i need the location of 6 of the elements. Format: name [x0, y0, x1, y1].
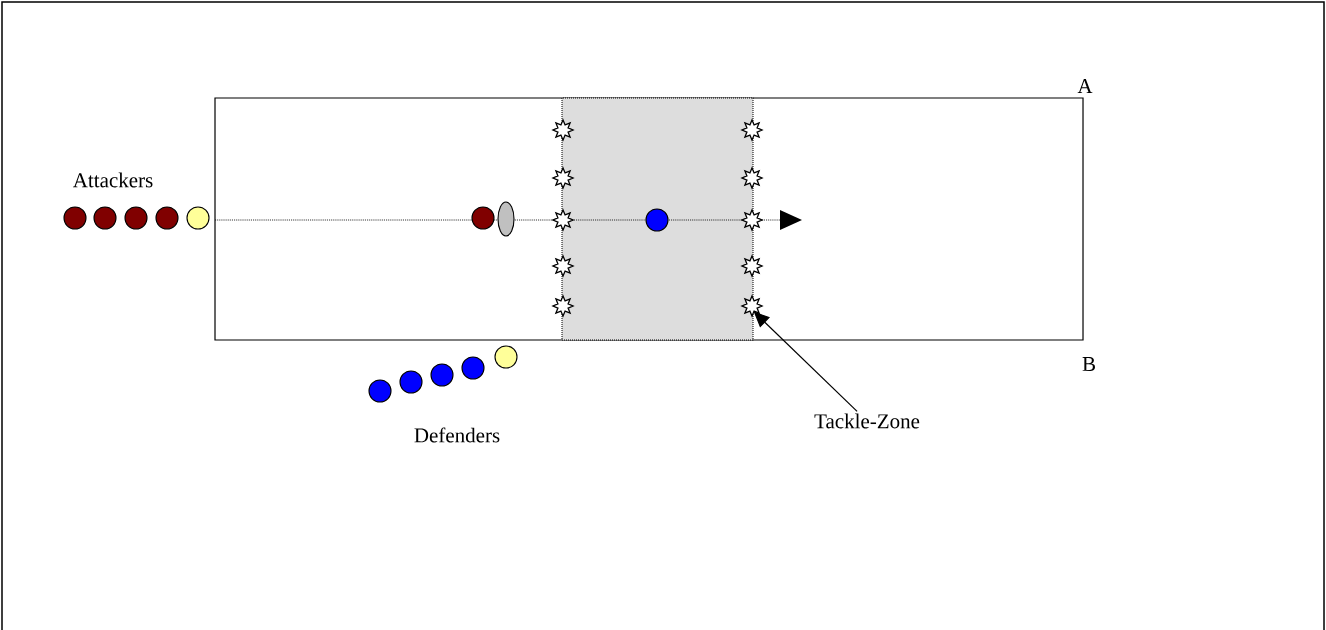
group-label: Defenders: [414, 427, 500, 443]
zone-label: Tackle-Zone: [814, 413, 920, 429]
corner-label: A: [1077, 79, 1093, 93]
group-label: Attackers: [73, 172, 153, 188]
corner-label: B: [1082, 357, 1095, 371]
tackle-zone: [561, 97, 754, 341]
